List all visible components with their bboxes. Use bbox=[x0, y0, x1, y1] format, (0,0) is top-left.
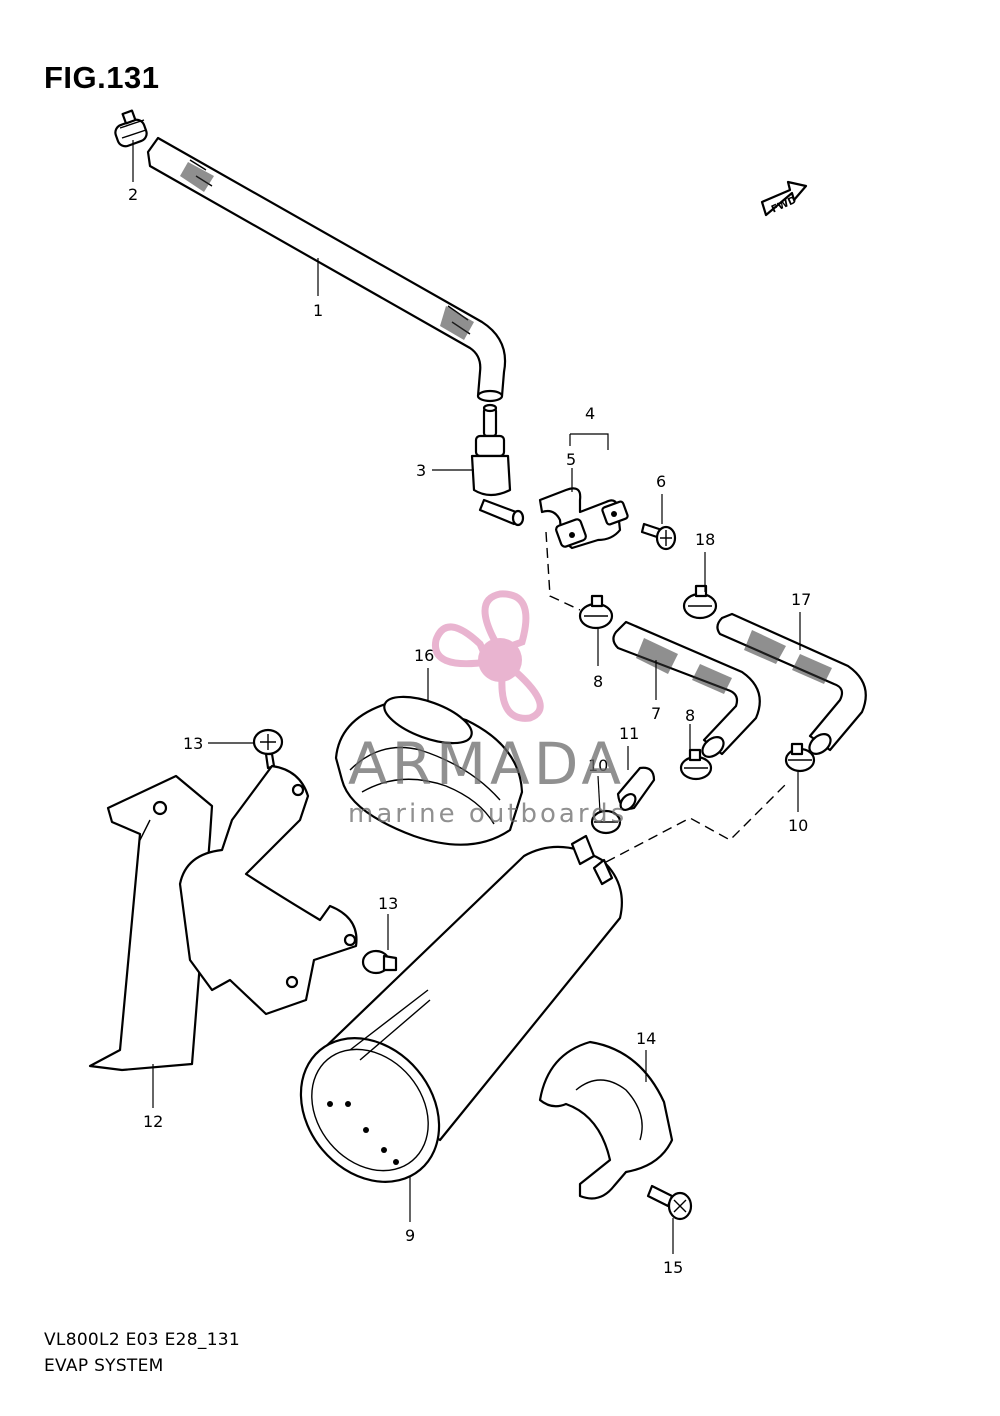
callout-17: 17 bbox=[791, 590, 811, 609]
screw-part-6 bbox=[640, 522, 677, 551]
callout-12: 12 bbox=[143, 1112, 163, 1131]
hose-clamp-part-8-lower bbox=[679, 748, 713, 781]
watermark-tagline: marine outboards bbox=[348, 799, 627, 829]
bolt-part-13-upper bbox=[252, 728, 284, 770]
callout-13-upper: 13 bbox=[183, 734, 203, 753]
hose-clamp-part-8-upper bbox=[578, 594, 614, 630]
model-code: VL800L2 E03 E28_131 bbox=[44, 1330, 241, 1350]
callout-4: 4 bbox=[585, 404, 595, 423]
callout-13-lower: 13 bbox=[378, 894, 398, 913]
bracket-part-4 bbox=[538, 487, 629, 550]
connection-line-canister-to-hose bbox=[605, 783, 787, 863]
connection-line-valve-to-hose bbox=[545, 531, 581, 611]
callout-7: 7 bbox=[651, 704, 661, 723]
hose-clamp-part-10-right bbox=[784, 742, 816, 773]
screw-part-15 bbox=[646, 1184, 693, 1221]
hose-clamp-part-10-left bbox=[590, 809, 622, 835]
hose-part-7 bbox=[612, 620, 761, 758]
figure-title: FIG.131 bbox=[44, 60, 160, 95]
watermark-brand: ARMADA bbox=[348, 730, 625, 798]
callout-15: 15 bbox=[663, 1258, 683, 1277]
hose-clamp-part-18 bbox=[682, 584, 718, 620]
system-name: EVAP SYSTEM bbox=[44, 1356, 164, 1376]
callout-14: 14 bbox=[636, 1029, 656, 1048]
hose-part-1 bbox=[146, 136, 507, 403]
canister-part-9 bbox=[299, 834, 623, 1183]
callout-16: 16 bbox=[414, 646, 434, 665]
callout-18: 18 bbox=[695, 530, 715, 549]
armada-watermark: ARMADA marine outboards bbox=[348, 590, 627, 829]
valve-part-3 bbox=[470, 403, 525, 527]
callout-11: 11 bbox=[619, 724, 639, 743]
callout-5: 5 bbox=[566, 450, 576, 469]
band-part-14 bbox=[538, 1040, 674, 1200]
callout-1: 1 bbox=[313, 301, 323, 320]
leader-lines bbox=[132, 140, 801, 1254]
callout-8-lower: 8 bbox=[685, 706, 695, 725]
propeller-logo-icon bbox=[431, 590, 544, 722]
tube-part-11 bbox=[616, 766, 656, 811]
cushion-part-16 bbox=[334, 695, 524, 846]
bolt-part-13-lower bbox=[361, 949, 398, 975]
callout-6: 6 bbox=[656, 472, 666, 491]
callout-10-right: 10 bbox=[788, 816, 808, 835]
callout-3: 3 bbox=[416, 461, 426, 480]
bracket-part-12 bbox=[88, 764, 358, 1072]
callout-10-left: 10 bbox=[588, 756, 608, 775]
callout-9: 9 bbox=[405, 1226, 415, 1245]
callout-8-upper: 8 bbox=[593, 672, 603, 691]
callout-2: 2 bbox=[128, 185, 138, 204]
fwd-arrow-icon: FWD bbox=[760, 180, 808, 217]
hose-clamp-part-2 bbox=[114, 109, 148, 148]
callout-labels: 2 1 4 5 3 6 18 17 16 8 7 13 11 8 10 10 1… bbox=[128, 185, 811, 1277]
